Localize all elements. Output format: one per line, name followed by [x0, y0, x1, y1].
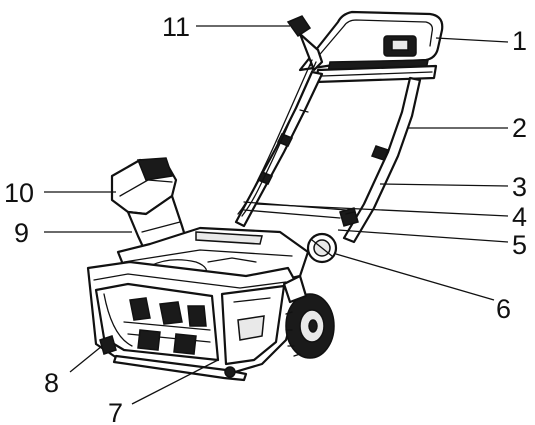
callout-3: 3 — [512, 172, 527, 202]
callout-4: 4 — [512, 202, 527, 232]
leader-line-3 — [379, 183, 509, 187]
callout-2: 2 — [512, 113, 527, 143]
callout-5: 5 — [512, 230, 527, 260]
leader-line-1 — [435, 37, 509, 43]
rear-wheel — [282, 274, 335, 359]
callout-11: 11 — [162, 12, 190, 42]
upper-handle — [298, 10, 444, 84]
leader-lines — [44, 25, 509, 405]
left-handle-tube — [234, 70, 324, 228]
callout-8: 8 — [44, 368, 59, 398]
right-handle-tube — [243, 76, 422, 244]
machine-illustration — [86, 10, 444, 382]
leader-line-4 — [255, 203, 509, 217]
power-cord — [237, 15, 324, 217]
leader-line-5 — [337, 229, 509, 243]
callout-1: 1 — [512, 26, 527, 56]
leader-line-7 — [131, 359, 219, 405]
leader-line-8 — [69, 345, 103, 373]
leader-line-6 — [335, 253, 495, 301]
callout-6: 6 — [496, 294, 511, 324]
callout-10: 10 — [4, 178, 34, 208]
handle-knob-assembly — [306, 207, 359, 264]
callout-9: 9 — [14, 218, 29, 248]
auger-housing — [86, 260, 302, 382]
callout-numbers: 1 2 3 4 5 6 7 8 9 10 11 — [4, 12, 527, 425]
callout-7: 7 — [108, 398, 123, 425]
